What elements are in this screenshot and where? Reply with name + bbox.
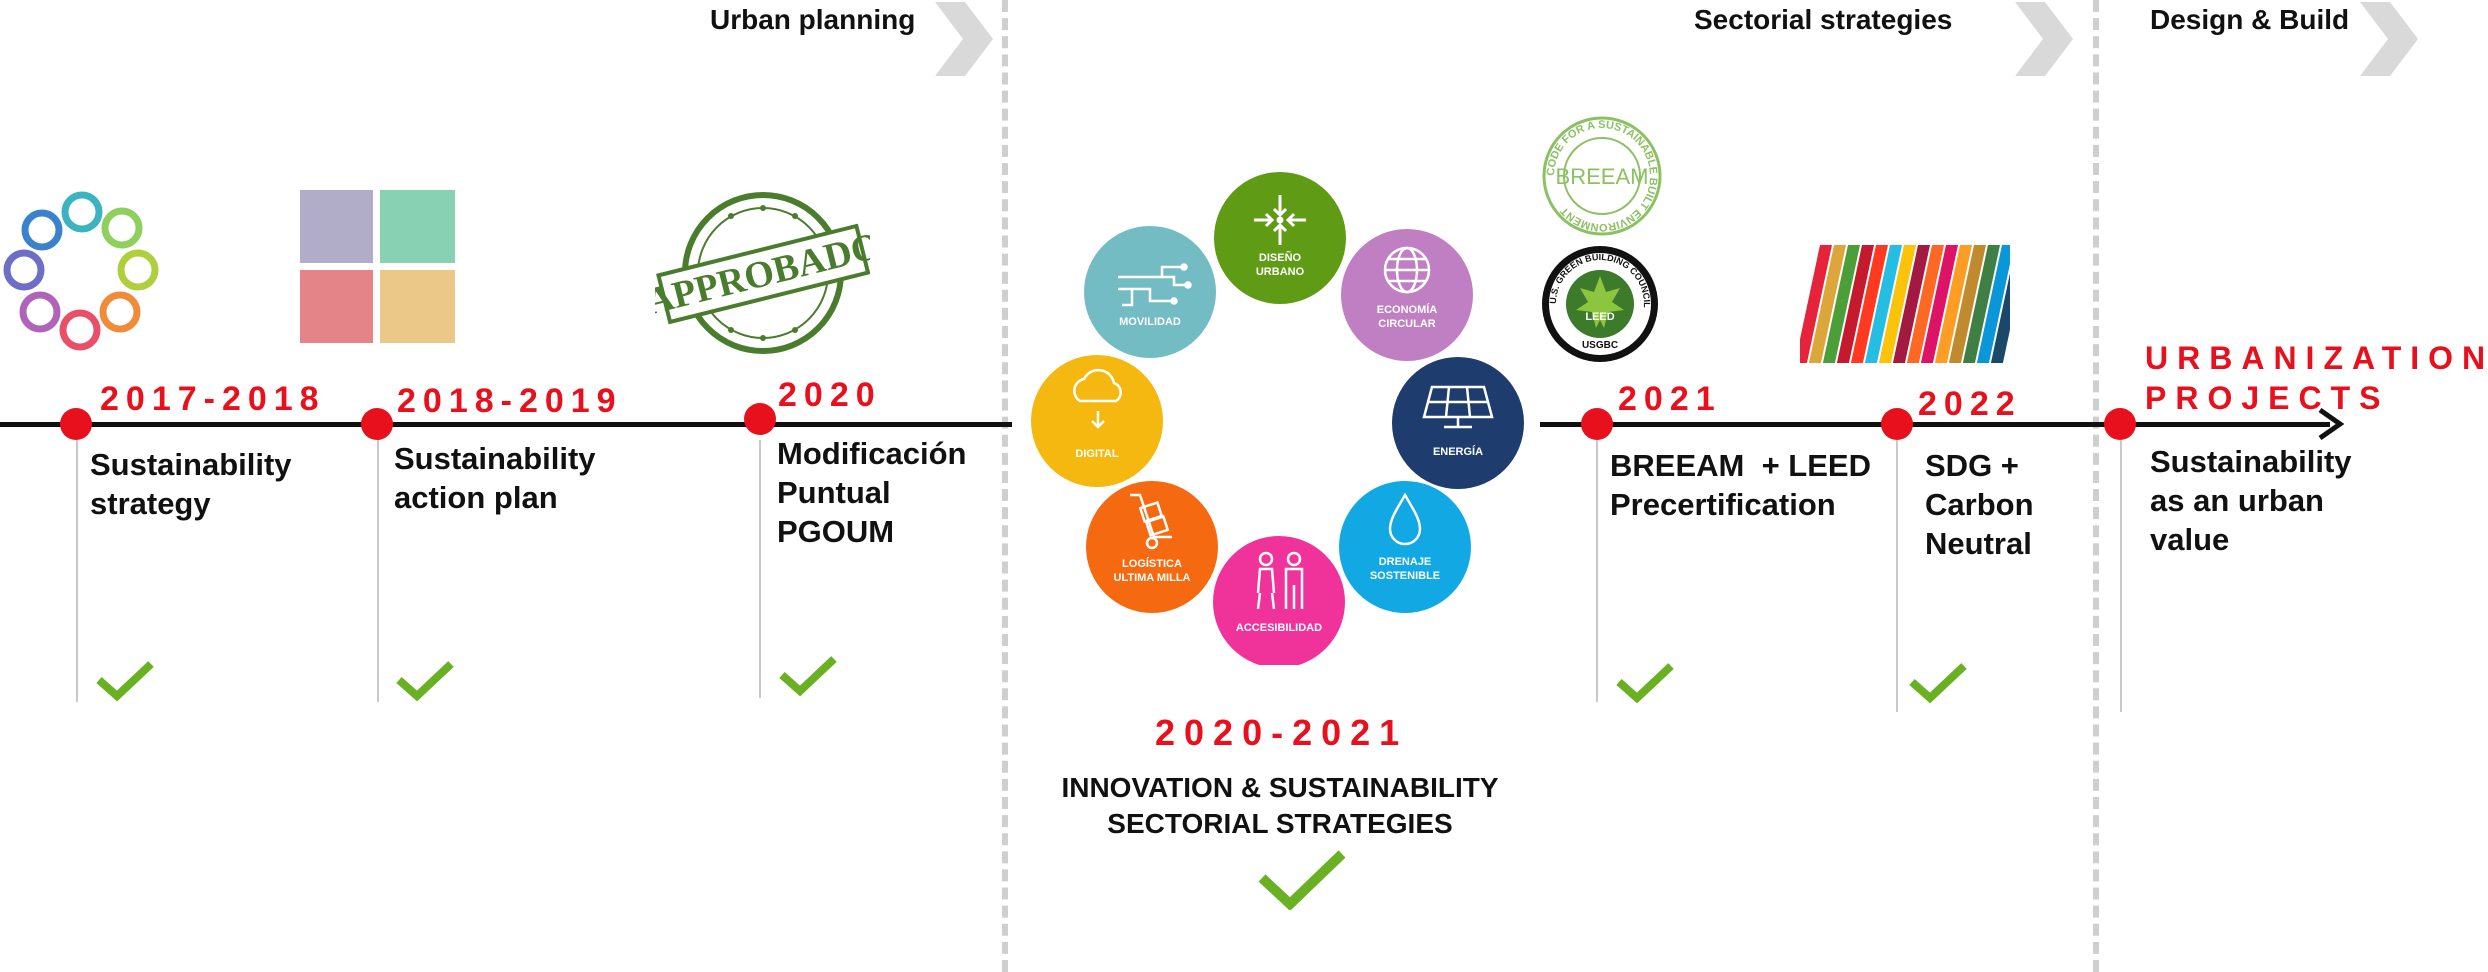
svg-text:SOSTENIBLE: SOSTENIBLE [1370,570,1440,582]
milestone-year: 2021 [1618,380,1722,418]
timeline-axis-left [0,422,1012,427]
phase-sectorial-strategies: Sectorial strategies [1694,4,1953,35]
center-title: INNOVATION & SUSTAINABILITY SECTORIAL ST… [1061,772,1499,839]
milestone-stem [1596,440,1598,702]
svg-text:DISEÑO: DISEÑO [1259,251,1302,264]
phase-divider [2093,0,2099,972]
milestone-year: 2022 [1918,385,2022,423]
strategy-circle-energia: ENERGÍA [1392,357,1524,489]
phase-design-build: Design & Build [2150,4,2350,35]
circuit-icon [1118,263,1192,307]
center-year: 2020-2021 [1155,712,1409,753]
svg-text:LEED: LEED [1585,311,1614,323]
svg-text:MOVILIDAD: MOVILIDAD [1119,316,1181,328]
milestone-stem [1896,440,1898,712]
leed-logo: U.S. GREEN BUILDING COUNCIL LEED USGBC [1542,246,1658,362]
hand-truck-icon [1130,493,1172,550]
action-plan-squares-logo [300,190,455,343]
strategy-circle-diseno-urbano: DISEÑO URBANO [1214,172,1346,304]
strategy-circle-movilidad: MOVILIDAD [1084,226,1216,358]
timeline-arrowhead-icon [2318,408,2344,440]
chevron-right-icon [2360,2,2418,76]
strategy-circle-drenaje-sostenible: DRENAJE SOSTENIBLE [1339,481,1471,613]
milestone-dot [1881,408,1913,440]
svg-text:ENERGÍA: ENERGÍA [1433,445,1483,458]
milestone-stem [377,440,379,702]
checkmark-icon [396,661,454,702]
milestone-year: 2018-2019 [397,382,623,420]
milestone-year: 2017-2018 [100,380,326,418]
milestone-stem [2120,440,2122,712]
milestone-stem [759,440,761,698]
milestone-stem [76,440,78,702]
globe-icon [1383,246,1431,294]
chevron-right-icon [935,2,993,76]
strategy-circle-economia-circular: ECONOMÍA CIRCULAR [1341,229,1473,361]
chevron-right-icon [2015,2,2073,76]
sectorial-strategies-wheel: DISEÑO URBANO ECONOMÍA CIRCULAR ENERGÍA [1031,172,1524,665]
svg-text:DIGITAL: DIGITAL [1075,448,1118,460]
breeam-logo: CODE FOR A SUSTAINABLE BUILT ENVIRONMENT… [1542,116,1662,236]
milestone-dot [2104,408,2136,440]
sdg-stripes-logo [1800,245,2010,363]
milestone-dot [1581,408,1613,440]
checkmark-icon [96,661,154,702]
milestone-dot [60,408,92,440]
solar-panel-icon [1422,385,1494,429]
phase-divider [1002,0,1008,972]
cloud-upload-icon [1073,368,1123,429]
strategy-circle-accesibilidad: ACCESIBILIDAD [1213,536,1345,665]
svg-text:URBANO: URBANO [1256,266,1305,278]
strategy-circle-digital: DIGITAL [1031,355,1163,487]
svg-text:BREEAM: BREEAM [1556,164,1649,189]
svg-text:ULTIMA MILLA: ULTIMA MILLA [1114,572,1191,584]
checkmark-icon [1258,850,1346,910]
converge-arrows-icon [1254,195,1306,245]
strategy-circle-logistica: LOGÍSTICA ULTIMA MILLA [1086,481,1218,613]
svg-text:DRENAJE: DRENAJE [1379,556,1432,568]
timeline-axis-right [1540,422,2330,427]
phase-urban-planning: Urban planning [710,4,916,35]
svg-text:ECONOMÍA: ECONOMÍA [1377,303,1438,316]
checkmark-icon [1616,663,1674,704]
svg-text:ACCESIBILIDAD: ACCESIBILIDAD [1236,622,1322,634]
checkmark-icon [779,656,837,697]
sustainability-rings-logo [3,191,159,351]
milestone-year: 2020 [778,376,882,414]
milestone-dot [744,403,776,435]
water-drop-icon [1388,492,1422,546]
svg-text:USGBC: USGBC [1582,340,1618,351]
svg-text:LOGÍSTICA: LOGÍSTICA [1122,557,1182,570]
svg-text:CIRCULAR: CIRCULAR [1378,318,1435,330]
approbado-stamp-logo: APPROBADO [655,192,870,354]
checkmark-icon [1909,663,1967,704]
svg-text:APPROBADO: APPROBADO [655,224,870,323]
milestone-dot [361,408,393,440]
people-icon [1256,551,1304,610]
